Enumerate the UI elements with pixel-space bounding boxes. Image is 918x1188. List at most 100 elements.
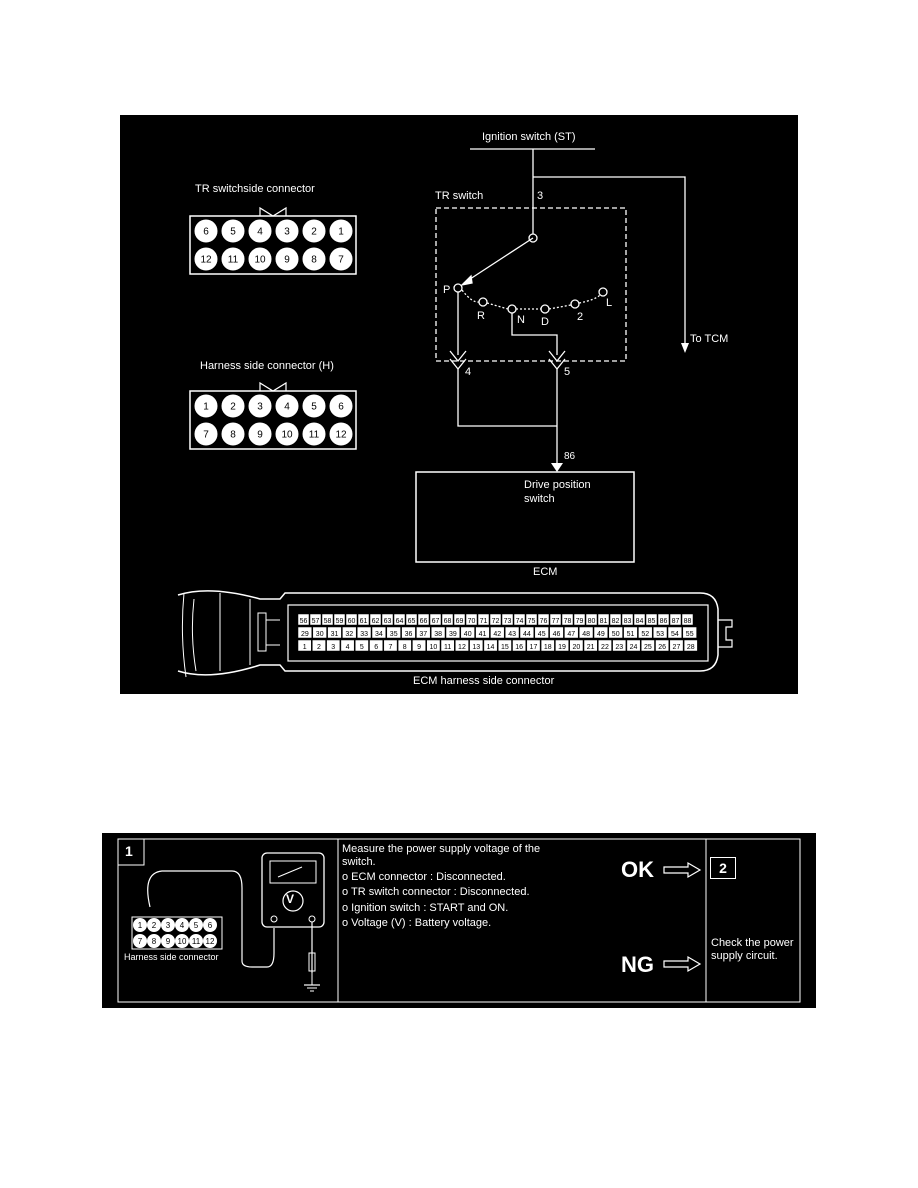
ecm-pin-cell [342, 626, 357, 639]
ecm-pin-cell [371, 626, 387, 639]
harness-pin-label: 12 [335, 430, 347, 441]
harness-pin-circle [329, 394, 353, 418]
ecm-pin-cell [386, 626, 401, 639]
ecm-pin-cell [383, 639, 398, 652]
harness-pin-label: 10 [281, 430, 293, 441]
ecm-pin-label: 55 [686, 631, 694, 638]
ecm-pin-label: 68 [444, 618, 452, 625]
ecm-pin-label: 61 [360, 618, 368, 625]
ecm-pin-cell [483, 639, 498, 652]
ecm-pin-cell [669, 613, 682, 626]
ecm-pin-label: 62 [372, 618, 380, 625]
ecm-pin-label: 44 [523, 631, 531, 638]
step-harness-pin-circle [147, 918, 161, 932]
ecm-pin-cell [640, 639, 655, 652]
ok-label: OK [621, 857, 654, 882]
ecm-pin-cell [297, 639, 312, 652]
step-harness-pin-circle [175, 918, 189, 932]
harness-connector-label: Harness side connector (H) [200, 360, 334, 372]
ignition-wiring [470, 148, 689, 353]
ng-label: NG [621, 952, 654, 977]
ecm-pin-label: 35 [390, 631, 398, 638]
harness-pin-label: 8 [230, 430, 236, 441]
tr-pin-label: 9 [284, 255, 290, 266]
voltmeter [261, 852, 325, 992]
ecm-pin-label: 22 [601, 644, 609, 651]
ecm-pin-label: 63 [384, 618, 392, 625]
ecm-pin-label: 84 [636, 618, 644, 625]
step-harness-pin-circle [133, 934, 147, 948]
ecm-pin-label: 26 [658, 644, 666, 651]
tr-pin-label: 5 [230, 227, 236, 238]
ecm-pin-cell [460, 626, 475, 639]
harness-pin-circle [302, 394, 326, 418]
pin-4-label: 4 [465, 366, 472, 378]
tr-pin-label: 7 [338, 255, 344, 266]
tr-switch-contacts [453, 233, 608, 355]
step-harness-pin-circle [161, 918, 175, 932]
ecm-pin-label: 42 [493, 631, 501, 638]
ecm-pin-label: 45 [538, 631, 546, 638]
ecm-pin-label: 4 [346, 644, 350, 651]
ecm-pin-label: 9 [417, 644, 421, 651]
tr-pin-label: 12 [200, 255, 212, 266]
harness-pin-circle [302, 422, 326, 446]
ecm-pin-label: 2 [317, 644, 321, 651]
tr-pin-circle [302, 247, 326, 271]
ecm-pin-cell [321, 613, 334, 626]
condition-voltage: o Voltage (V) : Battery voltage. [342, 917, 492, 929]
ecm-pin-label: 23 [615, 644, 623, 651]
ecm-harness-connector-label: ECM harness side connector [413, 675, 555, 687]
ecm-pin-label: 8 [403, 644, 407, 651]
ecm-pin-cell [475, 626, 490, 639]
ecm-pin-cell [519, 626, 535, 639]
ecm-pin-label: 57 [312, 618, 320, 625]
ecm-pin-label: 80 [588, 618, 596, 625]
ecm-pin-label: 5 [360, 644, 364, 651]
ecm-pin-label: 87 [672, 618, 680, 625]
ecm-pin-label: 53 [656, 631, 664, 638]
tr-pin-circle [248, 247, 272, 271]
harness-pin-label: 5 [311, 402, 317, 413]
ignition-switch-label: Ignition switch (ST) [482, 131, 576, 143]
step-harness-label: Harness side connector [124, 952, 219, 962]
ecm-pin-label: 21 [587, 644, 595, 651]
ecm-pin-label: 25 [644, 644, 652, 651]
step-harness-pin-circle [175, 934, 189, 948]
ecm-label: ECM [533, 566, 558, 578]
ecm-pin-cell [537, 613, 550, 626]
ecm-pin-label: 31 [331, 631, 339, 638]
harness-pin-label: 3 [257, 402, 263, 413]
ecm-pin-cell [549, 613, 562, 626]
step-number: 1 [125, 843, 133, 859]
ecm-pin-cell [393, 613, 406, 626]
ecm-pin-cell [593, 626, 609, 639]
pin-5-label: 5 [564, 366, 571, 378]
harness-pin-circle [329, 422, 353, 446]
tr-pin-circle [248, 219, 272, 243]
ecm-pin-cell [297, 626, 313, 639]
ecm-pin-label: 38 [434, 631, 442, 638]
ecm-pin-label: 17 [530, 644, 538, 651]
ecm-pin-cell [440, 639, 455, 652]
harness-pin-label: 2 [230, 402, 236, 413]
ecm-pin-cell [445, 626, 461, 639]
ecm-pin-cell [412, 639, 426, 652]
tr-switch-label: TR switch [435, 190, 484, 202]
ecm-pin-cell [357, 613, 370, 626]
ecm-pin-label: 72 [492, 618, 500, 625]
step-harness-pin-label: 8 [152, 937, 157, 946]
next-step-box[interactable]: 2 [710, 857, 736, 879]
ecm-pin-cell [309, 613, 322, 626]
harness-pin-circle [275, 394, 299, 418]
harness-pin-label: 9 [257, 430, 263, 441]
ecm-pin-label: 50 [612, 631, 620, 638]
ecm-pin-cell [608, 626, 623, 639]
ecm-pin-cell [655, 639, 670, 652]
tr-pin-circle [221, 247, 245, 271]
ecm-pin-cell [633, 613, 646, 626]
step-harness-pin-circle [203, 934, 217, 948]
ecm-pin-label: 59 [336, 618, 344, 625]
